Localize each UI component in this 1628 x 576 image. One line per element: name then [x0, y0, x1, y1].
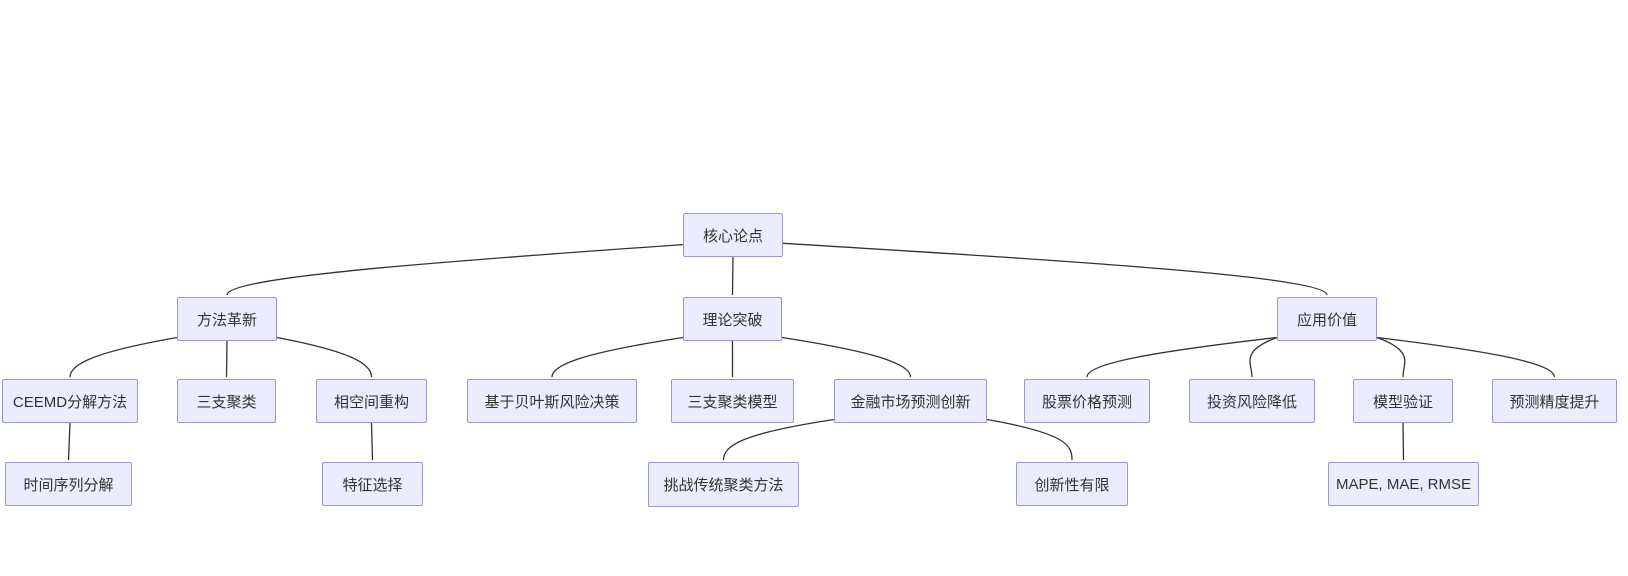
- node-phase: 相空间重构: [316, 379, 427, 423]
- node-label-feature: 特征选择: [342, 476, 403, 494]
- node-label-twc-model: 三支聚类模型: [687, 393, 778, 411]
- edge-value-to-precision: [1376, 336, 1556, 378]
- edge-value-to-validation: [1376, 336, 1406, 378]
- node-label-theory: 理论突破: [702, 311, 763, 329]
- node-precision: 预测精度提升: [1492, 379, 1617, 423]
- edge-ceemd-to-ts-decomp: [67, 422, 71, 461]
- node-method: 方法革新: [177, 297, 277, 341]
- node-feature: 特征选择: [322, 462, 423, 506]
- node-label-ceemd: CEEMD分解方法: [12, 393, 128, 411]
- node-challenge: 挑战传统聚类方法: [648, 462, 799, 507]
- edge-method-to-ceemd: [69, 336, 178, 378]
- edge-value-to-risk: [1249, 336, 1278, 378]
- node-core: 核心论点: [683, 213, 783, 257]
- node-ts-decomp: 时间序列分解: [5, 462, 132, 506]
- node-label-precision: 预测精度提升: [1509, 393, 1600, 411]
- node-stock: 股票价格预测: [1024, 379, 1150, 423]
- node-label-ts-decomp: 时间序列分解: [23, 476, 114, 494]
- edge-method-to-three-way: [225, 340, 228, 378]
- edge-fin-to-challenge: [722, 418, 835, 461]
- node-label-value: 应用价值: [1296, 311, 1357, 329]
- node-label-three-way: 三支聚类: [196, 393, 257, 411]
- node-label-fin: 金融市场预测创新: [850, 393, 971, 411]
- edge-method-to-phase: [276, 336, 373, 378]
- node-label-core: 核心论点: [702, 227, 763, 245]
- node-fin: 金融市场预测创新: [834, 379, 987, 423]
- edge-value-to-stock: [1086, 336, 1278, 378]
- node-ceemd: CEEMD分解方法: [2, 379, 138, 423]
- edge-phase-to-feature: [370, 422, 374, 461]
- node-label-validation: 模型验证: [1372, 393, 1433, 411]
- node-three-way: 三支聚类: [177, 379, 276, 423]
- edge-theory-to-bayes: [551, 336, 684, 378]
- node-validation: 模型验证: [1353, 379, 1453, 423]
- node-label-stock: 股票价格预测: [1041, 393, 1132, 411]
- edge-core-to-theory: [731, 256, 734, 296]
- node-label-phase: 相空间重构: [333, 393, 409, 411]
- node-twc-model: 三支聚类模型: [671, 379, 794, 423]
- node-value: 应用价值: [1277, 297, 1377, 341]
- edge-core-to-value: [782, 242, 1328, 296]
- edge-group: [67, 242, 1556, 461]
- node-theory: 理论突破: [683, 297, 782, 341]
- node-label-challenge: 挑战传统聚类方法: [663, 477, 784, 494]
- edge-theory-to-fin: [781, 336, 912, 378]
- node-limited: 创新性有限: [1016, 462, 1128, 506]
- edge-core-to-method: [226, 243, 684, 296]
- node-label-bayes: 基于贝叶斯风险决策: [484, 393, 620, 411]
- edge-fin-to-limited: [986, 418, 1073, 461]
- node-risk: 投资风险降低: [1189, 379, 1315, 423]
- edge-validation-to-metrics: [1402, 422, 1405, 461]
- node-label-limited: 创新性有限: [1034, 476, 1110, 494]
- node-bayes: 基于贝叶斯风险决策: [467, 379, 637, 423]
- node-label-method: 方法革新: [196, 311, 257, 329]
- node-label-metrics: MAPE, MAE, RMSE: [1335, 475, 1472, 493]
- node-label-risk: 投资风险降低: [1206, 393, 1297, 411]
- node-metrics: MAPE, MAE, RMSE: [1328, 462, 1479, 506]
